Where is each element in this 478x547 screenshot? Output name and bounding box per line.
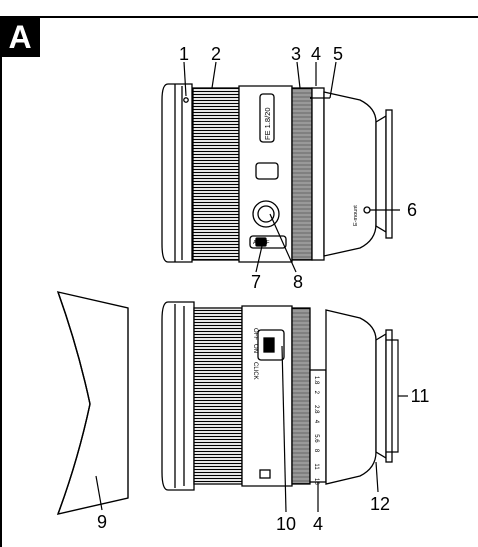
aperture-stop-label: 1.8: [313, 376, 319, 385]
aperture-stop-label: 16: [313, 478, 319, 485]
callout-5: 5: [332, 44, 343, 64]
figure-left-rule: [0, 16, 2, 547]
af-mf-label: AF MF: [253, 240, 270, 246]
lens-bottom-view: [161, 301, 393, 491]
callout-1: 1: [178, 44, 189, 64]
click-label: CLICK: [252, 362, 258, 380]
aperture-stop-label: 2.8: [313, 405, 319, 414]
callout-12: 12: [369, 494, 391, 514]
aperture-stop-label: 11: [313, 463, 319, 470]
aperture-stop-label: 8: [313, 449, 319, 453]
hood-index-dot: [183, 97, 189, 103]
click-on-label: ON: [252, 344, 258, 353]
callout-3: 3: [290, 44, 301, 64]
aperture-scale: 1.8 2 2.8 4 5.6 8 11 16: [313, 376, 319, 485]
aperture-stop-label: 5.6: [313, 434, 319, 443]
section-badge: A: [0, 17, 40, 57]
figure-top-rule: [0, 16, 478, 18]
lens-top-view: [161, 83, 393, 263]
callout-8: 8: [292, 272, 303, 292]
aperture-stop-label: 4: [313, 420, 319, 424]
callout-7: 7: [250, 272, 261, 292]
aperture-ring-top: [291, 87, 313, 261]
aperture-stop-label: 2: [313, 391, 319, 395]
callout-4-top: 4: [310, 44, 321, 64]
click-off-label: OFF: [252, 328, 258, 340]
focus-ring-bottom: [193, 307, 243, 485]
callout-4-bottom: 4: [312, 514, 323, 534]
callout-6: 6: [406, 200, 417, 220]
callout-10: 10: [275, 514, 297, 534]
aperture-ring-bottom: [291, 307, 311, 485]
mount-label: E-mount: [353, 205, 359, 226]
callout-11: 11: [410, 386, 430, 406]
focus-ring-top: [192, 87, 240, 261]
mount-index-dot: [363, 206, 371, 214]
model-label: FE 1.8/20: [263, 107, 272, 140]
callout-2: 2: [210, 44, 221, 64]
leader-lines: [95, 61, 408, 513]
callout-9: 9: [96, 512, 107, 532]
